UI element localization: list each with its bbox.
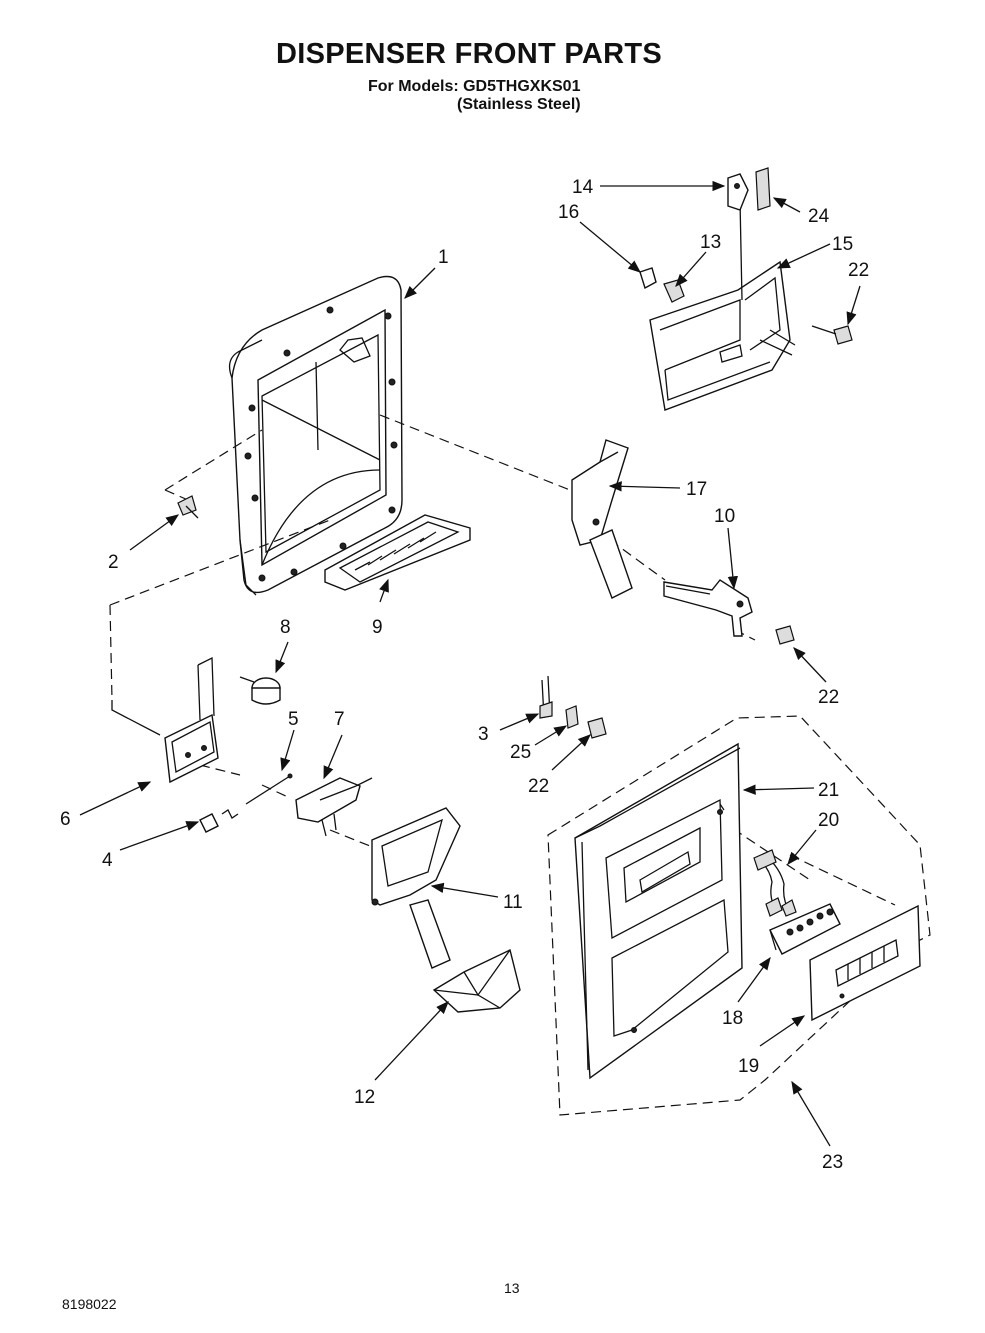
- callout-6: 6: [60, 809, 71, 830]
- callout-24: 24: [808, 206, 830, 227]
- part-17-lever: [571, 439, 633, 599]
- models-line: For Models: GD5THGXKS01: [368, 78, 581, 95]
- part-19-overlay: [809, 904, 921, 1022]
- finish-line: (Stainless Steel): [457, 96, 581, 113]
- page-title: DISPENSER FRONT PARTS: [276, 38, 663, 70]
- callout-labels: 1 2 9 8 6 4 5 7 11 12 3 25 22 14 24 16 1…: [60, 177, 869, 1173]
- callout-25: 25: [510, 742, 531, 763]
- part-21-front-panel: [574, 742, 743, 1080]
- part-20-harness: [753, 849, 797, 917]
- callout-22-mid: 22: [528, 776, 549, 797]
- callout-16: 16: [558, 202, 579, 223]
- callout-7: 7: [334, 709, 345, 730]
- part-22-screw-right: [775, 625, 795, 645]
- part-6-cover: [164, 656, 219, 784]
- assembly-leader-lines: [109, 414, 896, 906]
- callout-22-right: 22: [818, 687, 839, 708]
- part-13-socket: [663, 279, 685, 303]
- callout-23: 23: [822, 1152, 843, 1173]
- callout-19: 19: [738, 1056, 759, 1077]
- callout-17: 17: [686, 479, 707, 500]
- part-1-housing-frame: [228, 275, 403, 596]
- part-18-control-board: [769, 903, 841, 955]
- callout-15: 15: [832, 234, 853, 255]
- callout-21: 21: [818, 780, 839, 801]
- callout-arrows: [79, 180, 861, 1147]
- part-22-screw-top: [811, 325, 853, 345]
- part-23-assembly-outline: [547, 715, 931, 1116]
- part-8-solenoid: [239, 676, 281, 705]
- callout-18: 18: [722, 1008, 743, 1029]
- leader-line-6: [111, 700, 161, 736]
- callout-5: 5: [288, 709, 299, 730]
- callout-11: 11: [503, 892, 523, 913]
- callout-14: 14: [572, 177, 594, 198]
- part-12-funnel: [432, 948, 521, 1013]
- callout-8: 8: [280, 617, 291, 638]
- callout-2: 2: [108, 552, 119, 573]
- callout-13: 13: [700, 232, 721, 253]
- part-25-pad: [565, 705, 579, 729]
- part-3-clip: [539, 675, 553, 719]
- callout-20: 20: [818, 810, 839, 831]
- callout-9: 9: [372, 617, 383, 638]
- document-number: 8198022: [62, 1296, 117, 1312]
- callout-4: 4: [102, 850, 113, 871]
- part-24-pad: [755, 167, 771, 211]
- part-22-screw-mid: [587, 717, 607, 739]
- part-14-clip: [727, 173, 749, 211]
- part-15-bracket: [649, 199, 796, 411]
- part-16-bulb: [639, 267, 657, 290]
- part-9-drip-tray: [324, 514, 471, 591]
- page-number: 13: [504, 1280, 520, 1296]
- callout-10: 10: [714, 506, 735, 527]
- part-7-switch: [295, 777, 373, 837]
- callout-22-top: 22: [848, 260, 869, 281]
- callout-12: 12: [354, 1087, 375, 1108]
- part-4-spring: [199, 809, 239, 833]
- part-10-actuator: [663, 579, 753, 637]
- callout-3: 3: [478, 724, 489, 745]
- part-2-screw: [177, 495, 199, 519]
- part-11-chute-door: [371, 807, 461, 969]
- part-5-pin: [245, 773, 293, 805]
- callout-1: 1: [438, 247, 449, 268]
